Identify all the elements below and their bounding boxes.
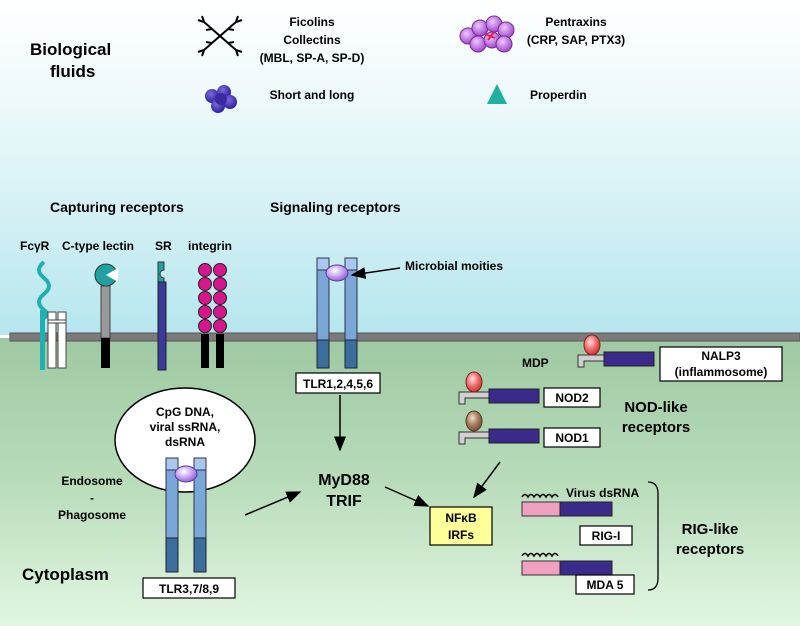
legend-properdin: Properdin [530,88,587,102]
tlr-surface-receptor [316,257,358,369]
nfkb-label-2: IRFs [448,528,474,542]
myd88-to-nfkb-arrow [384,486,430,507]
nfkb-box [429,506,493,546]
integrin-label: integrin [188,239,232,253]
myd88-label-1: MyD88 [318,472,370,489]
microbial-arrow [350,267,401,279]
nfkb-label-1: NFκB [445,511,477,525]
ctype-lectin-receptor [94,263,118,368]
cytoplasm-region [0,338,800,626]
legend-short-long: Short and long [270,88,355,102]
rigi-label: RIG-I [592,529,621,543]
rig-bracket [647,481,659,591]
microbial-label: Microbial moities [405,259,503,273]
rigi-box [579,525,633,546]
fcgr-label: FcγR [20,239,50,253]
mda5-label: MDA 5 [587,578,624,592]
pentraxin-icon [459,15,515,53]
endosome-text-1: CpG DNA, [156,405,214,419]
endo-label-3: Phagosome [58,508,126,522]
integrin-receptor [198,263,227,368]
endosome [114,387,256,493]
fluids-label-1: Biological [30,40,111,59]
fluids-label-2: fluids [50,62,95,81]
nod2-box [543,387,601,408]
short-long-icon [205,85,237,113]
legend-ficolins-2: Collectins [283,33,341,47]
legend-ficolins-3: (MBL, SP-A, SP-D) [260,51,365,65]
nod1-label: NOD1 [555,431,589,445]
rigi-receptor [521,493,613,517]
nalp3-label-2: (inflammosome) [675,365,768,379]
legend-pentraxins-2: (CRP, SAP, PTX3) [527,33,625,47]
nod1-receptor [458,410,540,445]
nod2-label: NOD2 [555,391,589,405]
endo-to-myd88-arrow [244,491,302,516]
fcgr-receptor [37,260,67,370]
endosome-text-3: dsRNA [165,435,205,449]
extracellular-region [0,0,800,335]
cell-membrane [9,332,800,342]
tlr-endosome-receptor [165,457,207,573]
nod2-receptor [458,371,540,405]
cytoplasm-label: Cytoplasm [22,565,109,584]
legend-pentraxins-1: Pentraxins [545,15,607,29]
endosome-text-2: viral ssRNA, [150,420,221,434]
tlr-endo-label: TLR3,7/8,9 [159,582,219,596]
tlr-surface-box [295,372,381,394]
virus-label: Virus dsRNA [566,486,639,500]
mda5-box [575,574,635,595]
ctype-label: C-type lectin [62,239,134,253]
ficolin-icon [197,15,243,57]
nalp3-box [659,346,783,382]
sr-receptor [157,261,167,371]
nod-to-nfkb-arrow [473,461,501,499]
sr-label: SR [155,239,172,253]
rig-group-label-2: receptors [676,541,744,558]
tlr-endo-box [142,577,236,599]
legend-ficolins-1: Ficolins [289,15,335,29]
capturing-heading: Capturing receptors [50,199,184,215]
endo-label-1: Endosome [61,474,123,488]
nod-group-label-2: receptors [622,419,690,436]
rig-group-label-1: RIG-like [682,521,739,538]
properdin-icon [487,84,507,104]
mdp-label: MDP [522,356,549,370]
nalp3-label-1: NALP3 [701,349,741,363]
endo-label-2: - [90,491,94,505]
nalp3-receptor [577,334,655,368]
myd88-label-2: TRIF [326,493,362,510]
nod-group-label-1: NOD-like [624,399,687,416]
signaling-heading: Signaling receptors [270,199,401,215]
tlr-surface-label: TLR1,2,4,5,6 [303,377,373,391]
nod1-box [543,427,601,448]
